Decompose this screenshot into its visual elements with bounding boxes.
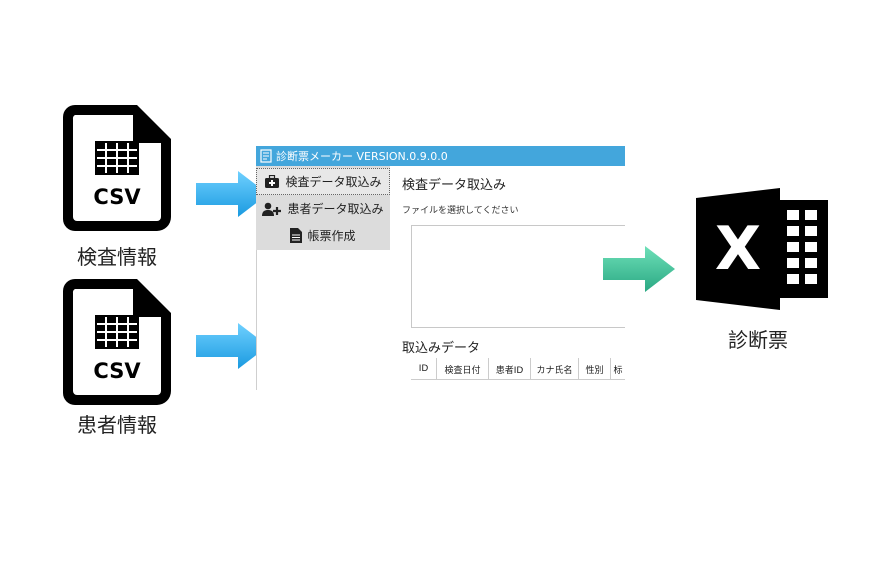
sidebar-divider — [256, 250, 257, 390]
csv-file-icon-exam: CSV — [61, 103, 173, 233]
file-drop-area[interactable] — [411, 225, 625, 328]
diagnosis-sheet-caption: 診断票 — [728, 328, 788, 352]
document-icon — [290, 228, 303, 243]
app-document-icon — [260, 149, 272, 163]
excel-letter: X — [714, 214, 762, 284]
add-user-icon — [262, 202, 282, 216]
arrow-right-icon — [601, 245, 677, 297]
column-header-exam-date[interactable]: 検査日付 — [437, 358, 489, 379]
data-grid-header: ID 検査日付 患者ID カナ氏名 性別 标 — [411, 358, 625, 380]
column-header-sex[interactable]: 性別 — [579, 358, 611, 379]
excel-icon: X — [696, 188, 830, 314]
imported-data-title: 取込みデータ — [402, 341, 481, 356]
arrow-right-icon — [194, 321, 270, 375]
column-header-patient-id[interactable]: 患者ID — [489, 358, 531, 379]
sidebar-item-report[interactable]: 帳票作成 — [256, 222, 390, 249]
sidebar-item-label: 患者データ取込み — [287, 202, 384, 216]
sidebar-item-label: 検査データ取込み — [285, 175, 382, 189]
column-header-id[interactable]: ID — [411, 358, 437, 379]
file-select-prompt: ファイルを選択してください — [402, 206, 519, 216]
csv-label: CSV — [93, 359, 141, 383]
column-header-truncated[interactable]: 标 — [613, 365, 623, 376]
sidebar: 検査データ取込み 患者データ取込み 帳票作成 — [256, 166, 390, 250]
column-header-kana-name[interactable]: カナ氏名 — [531, 358, 579, 379]
page-title: 検査データ取込み — [402, 178, 507, 193]
app-title: 診断票メーカー VERSION.0.9.0.0 — [276, 150, 448, 163]
medical-kit-icon — [264, 174, 280, 189]
patient-info-caption: 患者情報 — [77, 413, 157, 437]
sidebar-item-label: 帳票作成 — [307, 229, 356, 243]
csv-label: CSV — [93, 185, 141, 209]
sidebar-item-patient-import[interactable]: 患者データ取込み — [256, 195, 390, 222]
title-bar: 診断票メーカー VERSION.0.9.0.0 — [256, 146, 625, 166]
arrow-right-icon — [194, 169, 270, 223]
csv-file-icon-patient: CSV — [61, 277, 173, 407]
exam-info-caption: 検査情報 — [77, 245, 157, 269]
app-window: 診断票メーカー VERSION.0.9.0.0 検査データ取込み 患者データ取込… — [256, 146, 625, 390]
sidebar-item-exam-import[interactable]: 検査データ取込み — [256, 168, 390, 195]
